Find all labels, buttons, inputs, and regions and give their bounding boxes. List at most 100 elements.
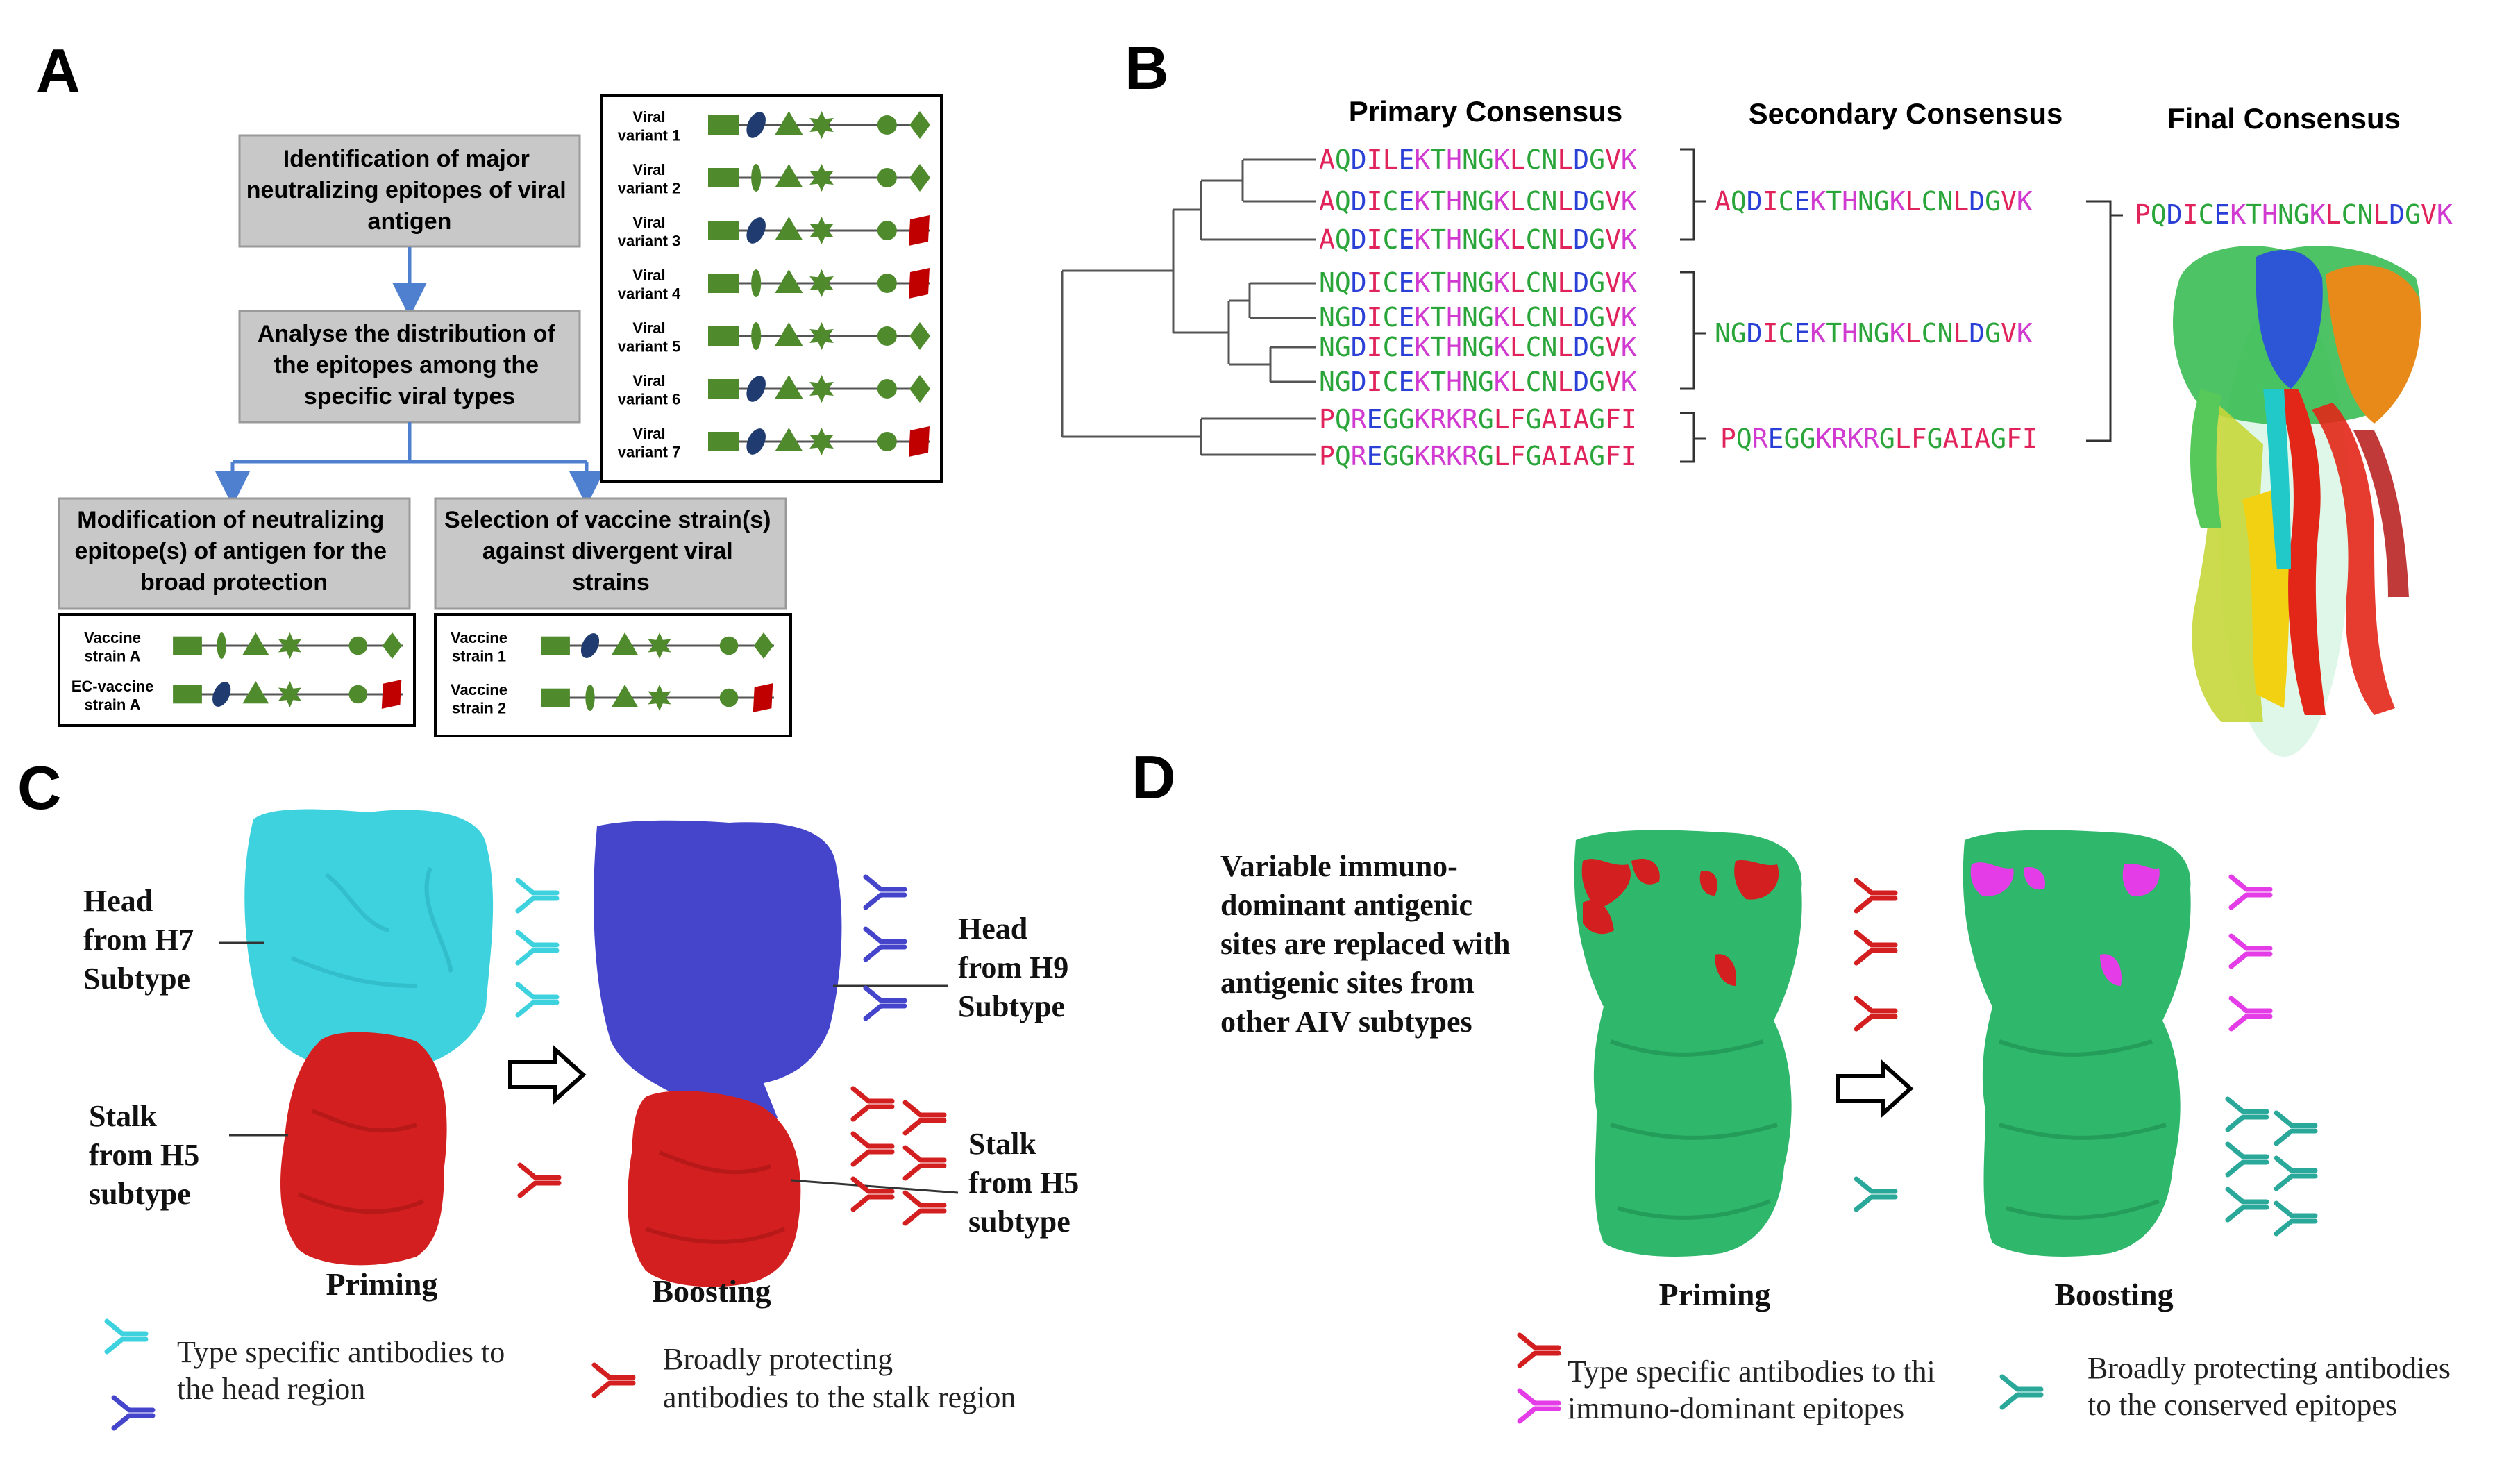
head-h7-label-2: from H7 bbox=[83, 923, 194, 957]
protein-h7-h5-priming bbox=[244, 809, 494, 1266]
box3-line2: epitope(s) of antigen for the bbox=[75, 538, 387, 564]
legend-c-right-1: Broadly protecting bbox=[663, 1342, 893, 1376]
secondary-sequence: PQREGGKRKRGLFGAIAGFI bbox=[1720, 424, 2038, 454]
d-description-2: dominant antigenic bbox=[1220, 888, 1472, 922]
flow-branch-arrows bbox=[215, 422, 604, 506]
epitope-shape bbox=[753, 632, 774, 659]
epitope-shape bbox=[173, 685, 202, 704]
head-h9-label-1: Head bbox=[958, 912, 1027, 946]
variant-label-line2: variant 5 bbox=[618, 337, 681, 355]
box4-line3: strains bbox=[572, 569, 650, 596]
final-consensus-title: Final Consensus bbox=[2167, 102, 2401, 135]
epitope-shape bbox=[909, 164, 930, 192]
svg-text:Modification of neutralizing: Modification of neutralizing epitope(s) … bbox=[75, 507, 394, 596]
epitope-shape bbox=[809, 164, 834, 192]
box2-line3: specific viral types bbox=[304, 383, 515, 410]
epitope-shape bbox=[719, 688, 739, 707]
d-description-1: Variable immuno- bbox=[1220, 849, 1458, 883]
stalk-h5b-label-2: from H5 bbox=[968, 1166, 1079, 1200]
vaccine-strain-box-left bbox=[58, 613, 416, 727]
epitope-shape bbox=[278, 681, 301, 707]
box4-line1: Selection of vaccine strain(s) bbox=[444, 507, 771, 533]
legend-d-left-2: immuno-dominant epitopes bbox=[1568, 1391, 1904, 1425]
stalk-h5b-leader bbox=[791, 1179, 959, 1194]
epitope-shape bbox=[746, 112, 766, 138]
epitope-shape bbox=[775, 217, 803, 240]
primary-consensus-title: Primary Consensus bbox=[1349, 95, 1623, 128]
panel-a: A Identification of major neutralizing e… bbox=[36, 36, 943, 737]
box4-line2: against divergent viral bbox=[482, 538, 733, 564]
legend-c-left-2: the head region bbox=[177, 1372, 365, 1406]
epitope-shape bbox=[746, 428, 766, 455]
epitope-shape bbox=[751, 164, 762, 192]
epitope-shape bbox=[877, 221, 897, 240]
variant-label-line1: Viral bbox=[632, 108, 665, 126]
variant-label-line1: Viral bbox=[632, 372, 665, 389]
epitope-shape bbox=[775, 111, 803, 135]
epitope-shape bbox=[541, 636, 570, 655]
epitope-shape bbox=[909, 375, 930, 403]
head-h7-label-3: Subtype bbox=[83, 962, 190, 996]
panel-b-letter: B bbox=[1125, 33, 1169, 102]
epitope-shape bbox=[909, 268, 930, 299]
epitope-shape bbox=[612, 685, 638, 707]
epitope-shape bbox=[746, 217, 766, 244]
panel-d: D Variable immuno- dominant antigenic si… bbox=[1132, 743, 2451, 1425]
d-description-4: antigenic sites from bbox=[1220, 966, 1475, 1000]
svg-text:Stalk from H5 subt: Stalk from H5 subtype bbox=[968, 1127, 1086, 1239]
primary-sequence: PQREGGKRKRGLFGAIAGFI bbox=[1319, 404, 1637, 435]
epitope-shape bbox=[809, 322, 834, 350]
variant-label-line2: variant 4 bbox=[618, 285, 681, 302]
epitope-shape bbox=[809, 375, 834, 403]
antibodies-c-priming-stalk bbox=[520, 1165, 559, 1196]
flow-box-analyse-distribution: Analyse the distribution of the epitopes… bbox=[238, 310, 581, 424]
primary-sequence: NGDICEKTHNGKLCNLDGVK bbox=[1319, 367, 1637, 397]
legend-d-left-1: Type specific antibodies to thi bbox=[1568, 1355, 1935, 1389]
panel-c-letter: C bbox=[17, 753, 62, 822]
variant-label-line2: variant 2 bbox=[618, 179, 681, 196]
variant-label-line1: Viral bbox=[632, 425, 665, 442]
primary-sequences: AQDILEKTHNGKLCNLDGVKAQDICEKTHNGKLCNLDGVK… bbox=[1319, 144, 1637, 471]
flow-box-modification: Modification of neutralizing epitope(s) … bbox=[58, 497, 411, 610]
boosting-label-d: Boosting bbox=[2054, 1277, 2173, 1312]
legend-c-left-1: Type specific antibodies to bbox=[177, 1335, 505, 1369]
variant-label-line2: variant 7 bbox=[618, 443, 681, 460]
stalk-h5-label-3: subtype bbox=[89, 1177, 191, 1211]
svg-text:Type specific antibodies to: Type specific antibodies to the head reg… bbox=[177, 1335, 512, 1406]
epitope-shape bbox=[585, 685, 595, 711]
epitope-shape bbox=[751, 269, 762, 297]
epitope-shape bbox=[909, 426, 930, 457]
protein-d-boosting bbox=[1963, 830, 2191, 1257]
epitope-shape bbox=[242, 681, 269, 704]
svg-text:Broadly protecting ant: Broadly protecting antibodies to the sta… bbox=[663, 1342, 1016, 1414]
epitope-shape bbox=[809, 269, 834, 297]
variant-label-line1: Vaccine bbox=[451, 681, 507, 698]
epitope-shape bbox=[775, 428, 803, 451]
epitope-shape bbox=[809, 217, 834, 244]
epitope-shape bbox=[348, 636, 368, 655]
epitope-shape bbox=[648, 685, 671, 711]
epitope-shape bbox=[877, 274, 897, 293]
epitope-shape bbox=[708, 326, 739, 346]
epitope-shape bbox=[212, 682, 231, 707]
epitope-shape bbox=[877, 115, 897, 135]
box1-line3: antigen bbox=[368, 208, 452, 235]
priming-label-c: Priming bbox=[326, 1266, 438, 1302]
primary-sequence: NGDICEKTHNGKLCNLDGVK bbox=[1319, 332, 1637, 362]
protein-d-priming bbox=[1574, 830, 1802, 1257]
flow-box-selection: Selection of vaccine strain(s) against d… bbox=[434, 497, 787, 610]
svg-text:Head from H9 Subty: Head from H9 Subtype bbox=[958, 912, 1076, 1023]
variant-label-line1: Viral bbox=[632, 267, 665, 284]
flow-box-identify-epitopes: Identification of major neutralizing epi… bbox=[238, 134, 581, 248]
primary-sequence: AQDILEKTHNGKLCNLDGVK bbox=[1319, 144, 1637, 175]
stalk-h5b-label-3: subtype bbox=[968, 1205, 1070, 1239]
variant-label-line1: Viral bbox=[632, 214, 665, 231]
